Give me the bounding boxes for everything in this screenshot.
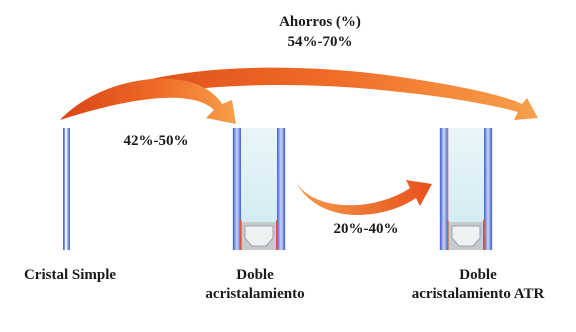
- arrow-double-savings: [60, 78, 236, 124]
- arrow-atr-savings: [296, 180, 432, 216]
- label-atr-line1: Doble: [459, 267, 497, 283]
- label-atr-line2: acristalamiento ATR: [411, 286, 545, 302]
- label-double-line2: acristalamiento: [205, 286, 305, 302]
- savings-title: Ahorros (%): [279, 14, 361, 30]
- single-glass-pane: [63, 128, 70, 250]
- label-single-text: Cristal Simple: [23, 267, 117, 283]
- savings-atr-range: 20%-40%: [333, 221, 399, 237]
- savings-double-range: 42%-50%: [123, 133, 189, 149]
- label-double-line1: Doble: [236, 267, 274, 283]
- label-double-glazing: Doble acristalamiento: [170, 266, 340, 304]
- savings-total-range: 54%-70%: [287, 34, 353, 50]
- atr-glazing-unit: [439, 128, 493, 250]
- double-glazing-unit: [232, 128, 286, 250]
- label-single-glass: Cristal Simple: [0, 266, 140, 285]
- label-atr-glazing: Doble acristalamiento ATR: [380, 266, 576, 304]
